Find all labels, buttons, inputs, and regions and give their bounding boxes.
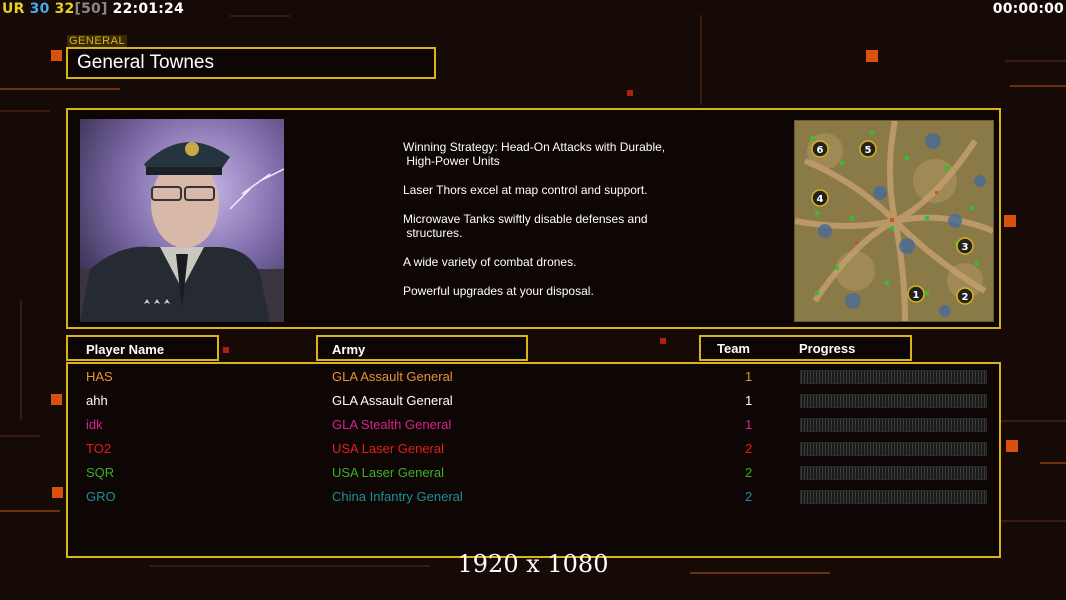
player-army: China Infantry General (332, 489, 463, 504)
player-army: GLA Assault General (332, 393, 453, 408)
svg-text:6: 6 (817, 145, 824, 156)
player-name: TO2 (86, 441, 112, 456)
player-row: ahh GLA Assault General 1 (68, 390, 999, 414)
general-portrait (80, 119, 284, 322)
player-row: SQR USA Laser General 2 (68, 462, 999, 486)
player-team: 1 (745, 393, 753, 408)
player-army: USA Laser General (332, 465, 445, 480)
player-name: HAS (86, 369, 113, 384)
header-player-name: Player Name (66, 335, 219, 361)
header-army: Army (316, 335, 528, 361)
svg-text:2: 2 (962, 292, 969, 303)
general-tag: GENERAL (67, 35, 128, 48)
player-row: HAS GLA Assault General 1 (68, 366, 999, 390)
player-name: GRO (86, 489, 116, 504)
player-row: TO2 USA Laser General 2 (68, 438, 999, 462)
clock: 22:01:24 (112, 1, 184, 17)
strategy-line: Microwave Tanks swiftly disable defenses… (403, 212, 648, 240)
hud-counters: UR 30 32[50] 22:01:24 (2, 1, 184, 17)
header-progress: Progress (799, 341, 856, 356)
progress-bar (800, 466, 987, 480)
player-row: GRO China Infantry General 2 (68, 486, 999, 510)
player-row: idk GLA Stealth General 1 (68, 414, 999, 438)
progress-bar (800, 418, 987, 432)
strategy-line: Powerful upgrades at your disposal. (403, 284, 594, 298)
player-team: 1 (745, 417, 753, 432)
strategy-text: Winning Strategy: Head-On Attacks with D… (403, 140, 713, 313)
svg-text:5: 5 (865, 145, 872, 156)
player-army: GLA Assault General (332, 369, 453, 384)
strategy-line: A wide variety of combat drones. (403, 255, 577, 269)
start-position: 2 (956, 287, 974, 305)
svg-text:3: 3 (962, 242, 969, 253)
header-team-progress: Team Progress (699, 335, 912, 361)
player-team: 2 (745, 465, 753, 480)
player-team: 2 (745, 441, 753, 456)
progress-bar (800, 370, 987, 384)
progress-bar (800, 490, 987, 504)
header-team: Team (717, 341, 750, 356)
player-name: ahh (86, 393, 108, 408)
player-team: 2 (745, 489, 753, 504)
player-name: SQR (86, 465, 115, 480)
progress-bar (800, 442, 987, 456)
progress-bar (800, 394, 987, 408)
counter-c: [50] (74, 1, 108, 17)
start-position: 4 (811, 189, 829, 207)
player-army: USA Laser General (332, 441, 445, 456)
game-timer: 00:00:00 (992, 1, 1064, 17)
svg-text:4: 4 (817, 194, 824, 205)
general-name: General Townes (66, 47, 436, 79)
general-info-panel: Winning Strategy: Head-On Attacks with D… (66, 108, 1001, 329)
player-team: 1 (745, 369, 753, 384)
start-position: 5 (859, 140, 877, 158)
counter-a: 30 (29, 1, 50, 17)
player-list: HAS GLA Assault General 1 ahh GLA Assault Ge… (66, 362, 1001, 558)
strategy-line: Winning Strategy: Head-On Attacks with D… (403, 140, 666, 168)
player-name: idk (86, 417, 103, 432)
player-army: GLA Stealth General (332, 417, 452, 432)
counter-ur: UR (2, 1, 25, 17)
counter-b: 32 (54, 1, 75, 17)
strategy-line: Laser Thors excel at map control and sup… (403, 183, 648, 197)
svg-text:1: 1 (913, 290, 920, 301)
resolution-label: 1920 x 1080 (457, 550, 609, 578)
minimap: 6 5 4 3 1 2 (794, 120, 994, 322)
start-position: 6 (811, 140, 829, 158)
start-position: 1 (907, 285, 925, 303)
start-position: 3 (956, 237, 974, 255)
